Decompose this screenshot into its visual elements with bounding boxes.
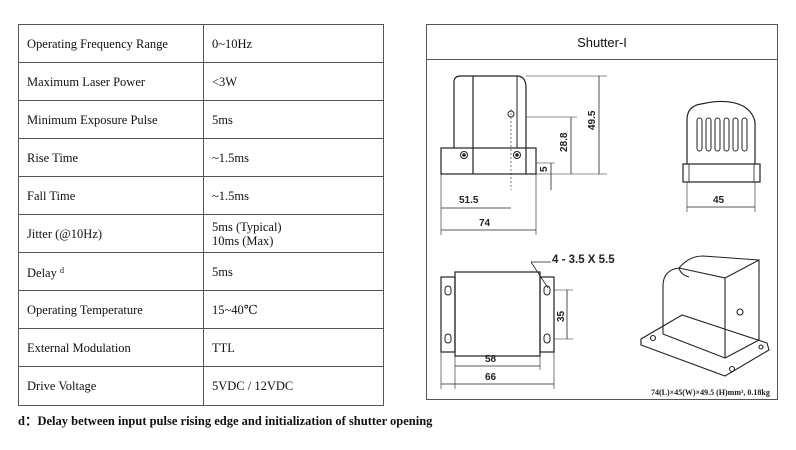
spec-value: 5ms bbox=[203, 100, 384, 139]
spec-value-line: 10ms (Max) bbox=[212, 233, 274, 248]
spec-value: 5VDC / 12VDC bbox=[203, 366, 384, 406]
spec-value: 15~40℃ bbox=[203, 290, 384, 329]
spec-label: Fall Time bbox=[18, 176, 204, 215]
footnote: d：Delay between input pulse rising edge … bbox=[18, 414, 433, 428]
footnote-marker: d bbox=[59, 265, 64, 275]
dim-5: 5 bbox=[539, 166, 550, 172]
spec-value: 5ms bbox=[203, 252, 384, 291]
dim-66: 66 bbox=[485, 372, 497, 383]
spec-label: Jitter (@10Hz) bbox=[18, 214, 204, 253]
spec-value: 5ms (Typical) 10ms (Max) bbox=[203, 214, 384, 253]
spec-value-line: 5ms (Typical) bbox=[212, 219, 282, 234]
table-row: Minimum Exposure Pulse 5ms bbox=[18, 100, 384, 139]
dim-74: 74 bbox=[479, 218, 491, 229]
table-row: Maximum Laser Power <3W bbox=[18, 62, 384, 101]
table-row: Delay d 5ms bbox=[18, 252, 384, 291]
spec-value: ~1.5ms bbox=[203, 138, 384, 177]
dim-height-49-5: 49.5 bbox=[587, 110, 598, 130]
dim-51-5: 51.5 bbox=[459, 195, 479, 206]
spec-table: Operating Frequency Range 0~10Hz Maximum… bbox=[18, 24, 384, 406]
spec-label: Maximum Laser Power bbox=[18, 62, 204, 101]
table-row: Operating Frequency Range 0~10Hz bbox=[18, 24, 384, 63]
dim-width-45: 45 bbox=[713, 195, 725, 206]
spec-label: Minimum Exposure Pulse bbox=[18, 100, 204, 139]
drawing-panel: Shutter-I bbox=[426, 24, 778, 400]
spec-label: Rise Time bbox=[18, 138, 204, 177]
spec-label: External Modulation bbox=[18, 328, 204, 367]
spec-value: ~1.5ms bbox=[203, 176, 384, 215]
table-row: Drive Voltage 5VDC / 12VDC bbox=[18, 366, 384, 406]
table-row: Rise Time ~1.5ms bbox=[18, 138, 384, 177]
end-view-drawing bbox=[682, 100, 761, 212]
isometric-view-drawing bbox=[640, 255, 770, 377]
spec-value: 0~10Hz bbox=[203, 24, 384, 63]
mechanical-drawing: 49.5 28.8 5 51.5 74 45 bbox=[440, 75, 770, 397]
table-row: External Modulation TTL bbox=[18, 328, 384, 367]
spec-label: Operating Frequency Range bbox=[18, 24, 204, 63]
dim-58: 58 bbox=[485, 354, 497, 365]
table-row: Fall Time ~1.5ms bbox=[18, 176, 384, 215]
spec-label: Operating Temperature bbox=[18, 290, 204, 329]
dim-hole-callout: 4 - 3.5 X 5.5 bbox=[552, 254, 615, 266]
bottom-view-drawing bbox=[440, 261, 573, 389]
panel-title: Shutter-I bbox=[427, 25, 777, 60]
dim-28-8: 28.8 bbox=[559, 132, 570, 152]
spec-value: <3W bbox=[203, 62, 384, 101]
table-row: Jitter (@10Hz) 5ms (Typical) 10ms (Max) bbox=[18, 214, 384, 253]
table-row: Operating Temperature 15~40℃ bbox=[18, 290, 384, 329]
spec-label: Drive Voltage bbox=[18, 366, 204, 406]
dimension-caption: 74(L)×45(W)×49.5 (H)mm³, 0.18kg bbox=[651, 388, 770, 397]
side-view-drawing bbox=[440, 75, 607, 235]
spec-label-text: Delay bbox=[27, 265, 57, 280]
spec-label: Delay d bbox=[18, 252, 204, 291]
spec-value: TTL bbox=[203, 328, 384, 367]
dim-35: 35 bbox=[556, 310, 567, 322]
